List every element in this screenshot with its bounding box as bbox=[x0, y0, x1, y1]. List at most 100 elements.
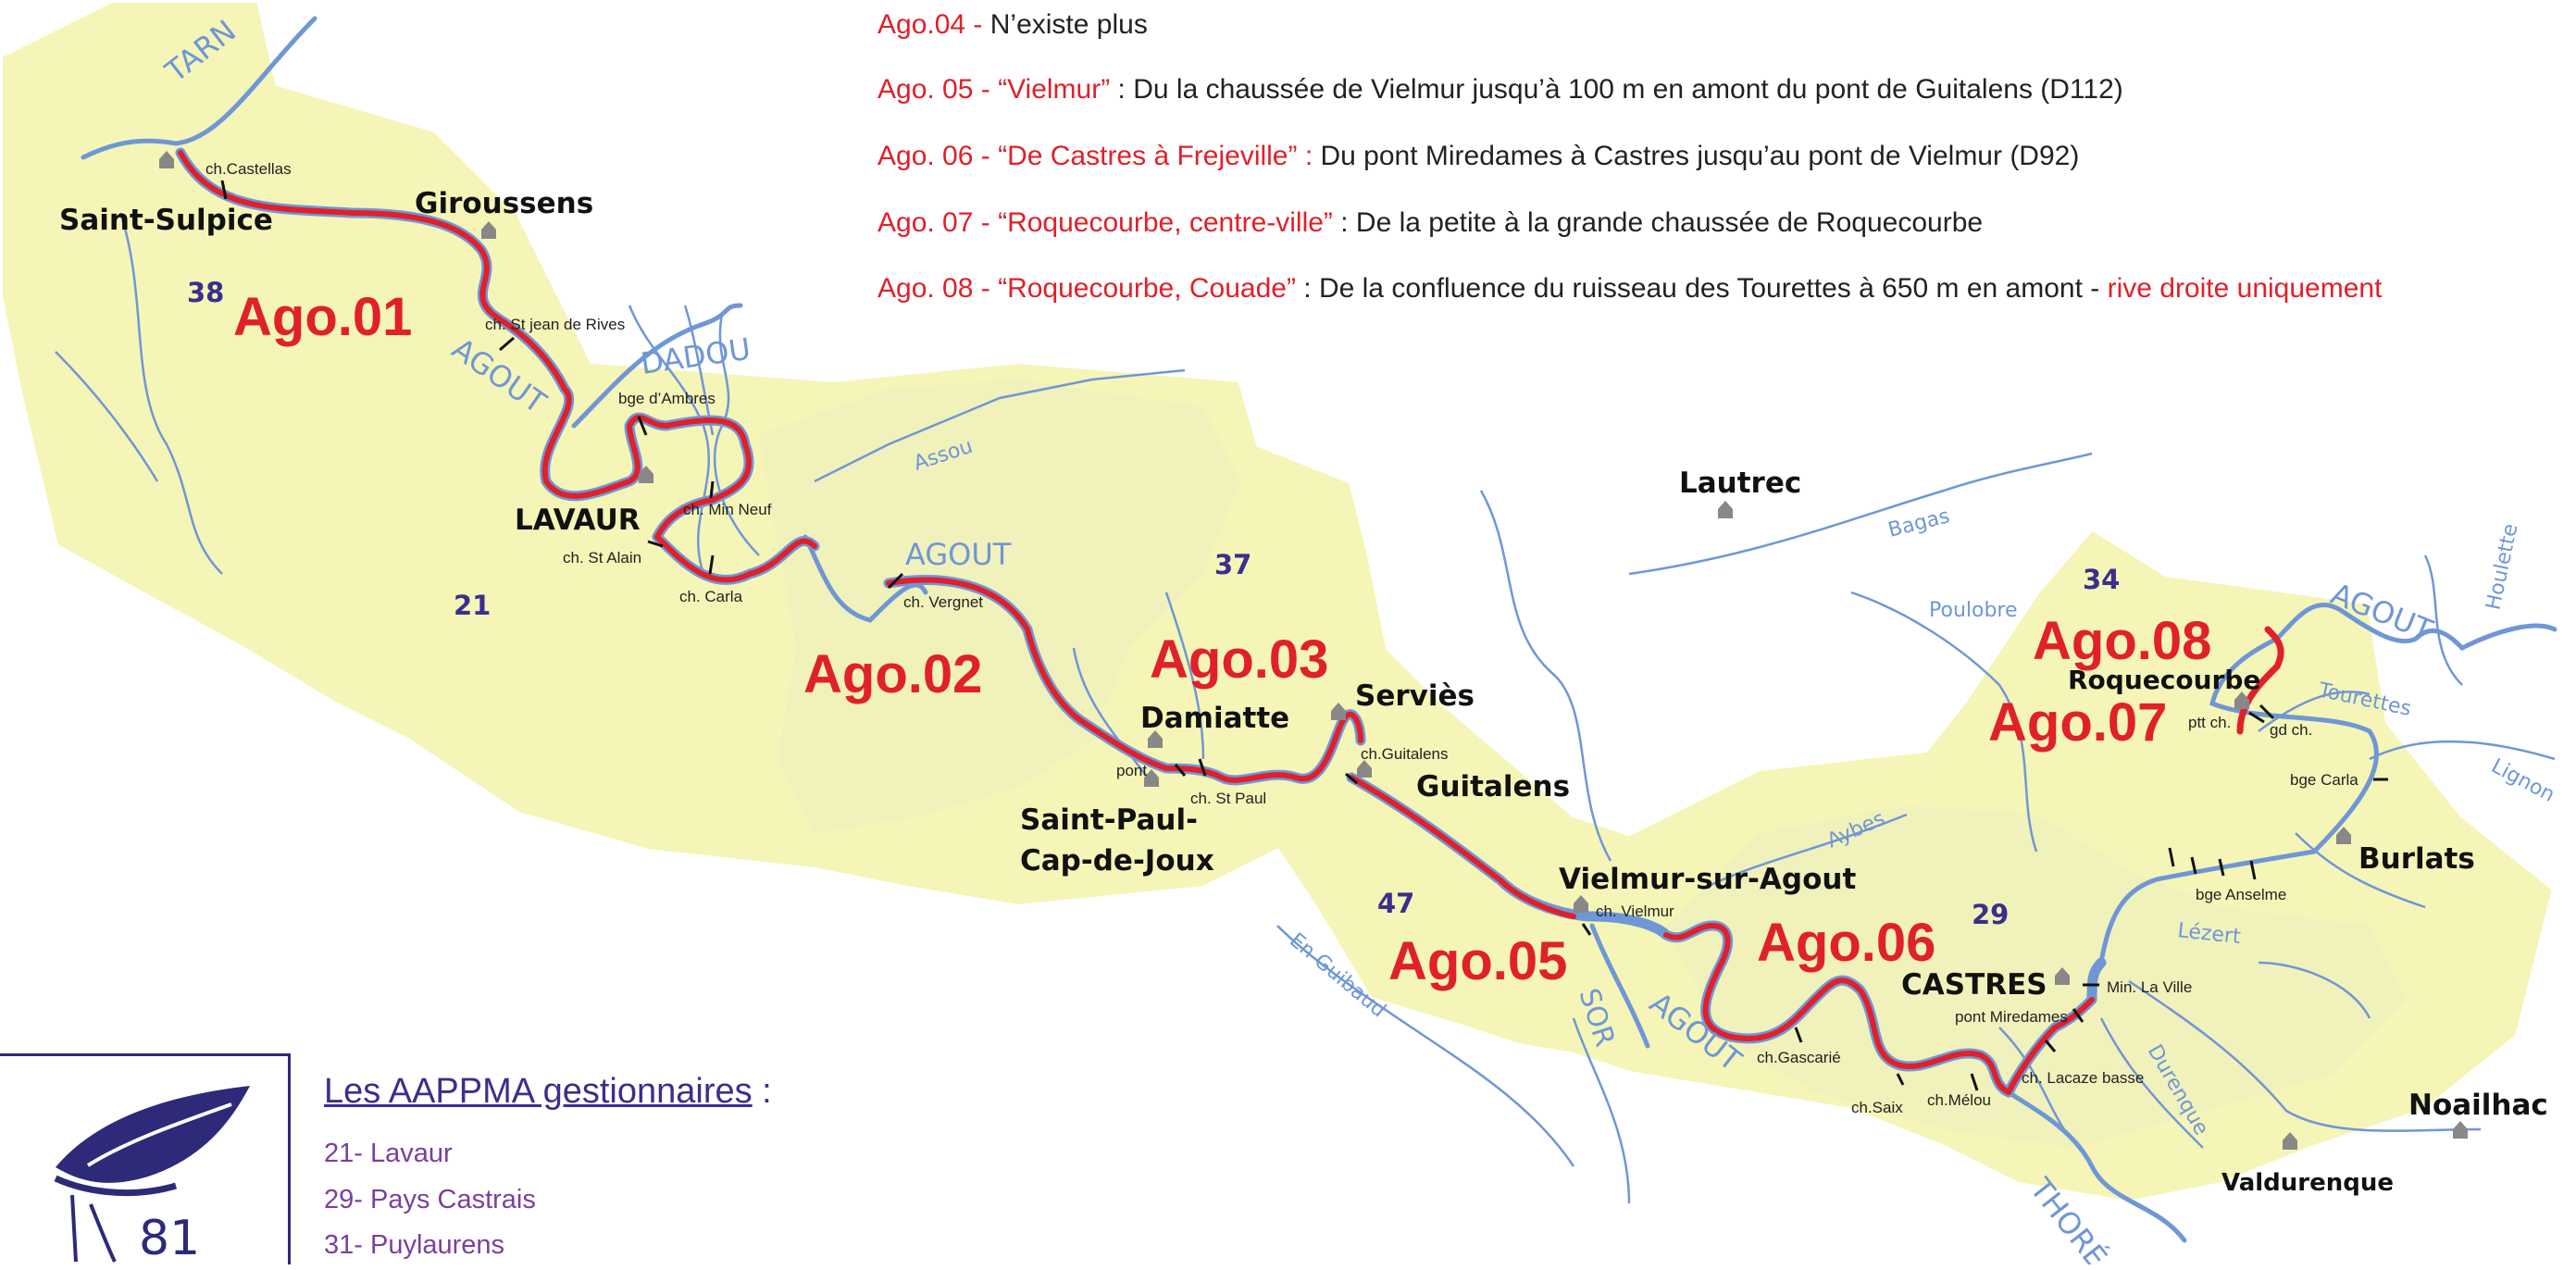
house-icon bbox=[1574, 895, 1588, 913]
legend-extra: rive droite uniquement bbox=[2107, 273, 2383, 304]
zone-label: 37 bbox=[1214, 549, 1251, 580]
place-label: pont bbox=[1116, 762, 1147, 779]
place-label: ch.Mélou bbox=[1927, 1091, 1991, 1109]
logo-number: 81 bbox=[139, 1211, 200, 1265]
town-label: Saint-Sulpice bbox=[59, 204, 273, 237]
zone-label: 21 bbox=[454, 590, 491, 621]
legend-text: : De la petite à la grande chaussée de R… bbox=[1332, 207, 1984, 238]
place-label: bge d’Ambres bbox=[618, 390, 716, 407]
legend-code: Ago. 07 - “Roquecourbe, centre-ville” bbox=[877, 207, 1333, 238]
agout-river-east bbox=[2098, 603, 2557, 965]
town-label: Cap-de-Joux bbox=[1020, 844, 1214, 878]
house-icon bbox=[481, 221, 496, 239]
house-icon bbox=[1718, 501, 1733, 518]
place-label: ch. St Alain bbox=[563, 549, 641, 567]
town-label: Giroussens bbox=[415, 187, 593, 220]
aappma-title-suffix: : bbox=[752, 1072, 772, 1111]
aappma-title: Les AAPPMA gestionnaires : bbox=[324, 1072, 772, 1112]
sector-label: Ago.03 bbox=[1150, 629, 1328, 690]
aappma-item: 29- Pays Castrais bbox=[324, 1185, 536, 1214]
town-label: Noailhac bbox=[2408, 1089, 2548, 1122]
place-label: ch. St jean de Rives bbox=[485, 316, 625, 333]
legend-code: Ago. 08 - “Roquecourbe, Couade” bbox=[877, 273, 1296, 304]
tributaries bbox=[55, 212, 2556, 1204]
house-icon bbox=[1331, 703, 1346, 720]
sector-labels: Ago.01 Ago.02 Ago.03 Ago.05 Ago.06 Ago.0… bbox=[233, 287, 2211, 991]
sector-label: Ago.02 bbox=[803, 644, 982, 704]
town-label: Serviès bbox=[1355, 679, 1475, 713]
river-label: Lignon bbox=[2487, 754, 2558, 807]
sor-river bbox=[1589, 923, 1650, 1049]
legend-line-5: Ago. 08 - “Roquecourbe, Couade” : De la … bbox=[877, 273, 2382, 305]
river-label: AGOUT bbox=[905, 537, 1012, 572]
legend-code: Ago. 05 - “Vielmur” bbox=[877, 74, 1111, 105]
legend-code: Ago. 06 - “De Castres à Frejeville” : bbox=[877, 141, 1313, 171]
legend-text: : Du la chaussée de Vielmur jusqu’à 100 … bbox=[1110, 74, 2123, 105]
town-label: Damiatte bbox=[1140, 702, 1289, 735]
place-label: Min. La Ville bbox=[2107, 978, 2192, 996]
place-label: ch. Carla bbox=[679, 588, 743, 605]
house-icon bbox=[159, 151, 174, 168]
zone-label: 29 bbox=[1972, 899, 2009, 930]
place-label: ch. Lacaze basse bbox=[2022, 1069, 2144, 1087]
place-label: ch. Min Neuf bbox=[683, 501, 772, 518]
agout-river-mid bbox=[803, 534, 928, 623]
aappma-title-text: Les AAPPMA gestionnaires bbox=[324, 1072, 753, 1111]
sector-label: Ago.06 bbox=[1757, 913, 1935, 973]
sector-label: Ago.01 bbox=[233, 287, 412, 347]
house-icon bbox=[2055, 967, 2070, 985]
sector-label: Ago.07 bbox=[1988, 692, 2167, 753]
house-icons bbox=[159, 151, 2468, 1150]
house-icon bbox=[1357, 760, 1372, 778]
place-label: gd ch. bbox=[2270, 721, 2312, 739]
main-rivers bbox=[81, 16, 2557, 1243]
place-label: ch. Vielmur bbox=[1596, 903, 1674, 920]
house-icon bbox=[2453, 1121, 2468, 1139]
house-icon bbox=[1148, 730, 1163, 748]
legend-line-4: Ago. 07 - “Roquecourbe, centre-ville” : … bbox=[877, 207, 1983, 239]
logo: 81 bbox=[0, 1053, 291, 1266]
town-label: LAVAUR bbox=[515, 504, 641, 537]
river-label: Bagas bbox=[1885, 504, 1952, 542]
town-label: Guitalens bbox=[1416, 770, 1570, 803]
fish-icon: 81 bbox=[54, 1086, 250, 1266]
legend-text: : De la confluence du ruisseau des Toure… bbox=[1295, 273, 2108, 304]
town-label: CASTRES bbox=[1901, 968, 2047, 1002]
house-icon bbox=[2234, 691, 2249, 709]
thore-river bbox=[2006, 1089, 2187, 1243]
place-label: pont Miredames bbox=[1955, 1008, 2068, 1026]
town-label: Valdurenque bbox=[2221, 1169, 2394, 1197]
zone-labels: 38 21 37 47 29 34 bbox=[187, 277, 2120, 930]
river-label: Houlette bbox=[2482, 522, 2522, 613]
place-label: ptt ch. bbox=[2188, 714, 2231, 731]
town-label: Lautrec bbox=[1679, 467, 1801, 500]
town-label: Burlats bbox=[2358, 842, 2475, 876]
place-label: ch.Gascarié bbox=[1757, 1049, 1841, 1066]
dadou-river bbox=[571, 303, 743, 429]
town-label: Vielmur-sur-Agout bbox=[1559, 863, 1856, 896]
place-label: bge Anselme bbox=[2196, 886, 2286, 903]
town-label: Roquecourbe bbox=[2068, 665, 2260, 695]
house-icon bbox=[2283, 1132, 2297, 1150]
zone-label: 47 bbox=[1377, 888, 1414, 919]
sector-label: Ago.05 bbox=[1388, 931, 1567, 991]
house-icon bbox=[1144, 769, 1159, 787]
town-labels: Saint-Sulpice Giroussens LAVAUR Damiatte… bbox=[59, 187, 2548, 1197]
tarn-river bbox=[81, 16, 317, 160]
house-icon bbox=[2336, 827, 2351, 844]
land-area-detail bbox=[759, 380, 2407, 1148]
zone-label: 34 bbox=[2083, 564, 2120, 595]
legend-line-1: Ago.04 - N’existe plus bbox=[877, 9, 1148, 41]
managed-sectors bbox=[175, 147, 2284, 1098]
legend-text: Du pont Miredames à Castres jusqu’au pon… bbox=[1313, 141, 2080, 171]
river-label: Poulobre bbox=[1929, 599, 2018, 622]
sector-label: Ago.08 bbox=[2033, 611, 2211, 671]
place-label: ch.Castellas bbox=[205, 160, 292, 178]
zone-label: 38 bbox=[187, 277, 224, 308]
legend-line-2: Ago. 05 - “Vielmur” : Du la chaussée de … bbox=[877, 74, 2123, 106]
sector-dividers bbox=[220, 180, 2388, 1091]
place-label: ch.Saix bbox=[1851, 1099, 1903, 1116]
aappma-item: 21- Lavaur bbox=[324, 1139, 453, 1168]
legend-line-3: Ago. 06 - “De Castres à Frejeville” : Du… bbox=[877, 141, 2079, 172]
